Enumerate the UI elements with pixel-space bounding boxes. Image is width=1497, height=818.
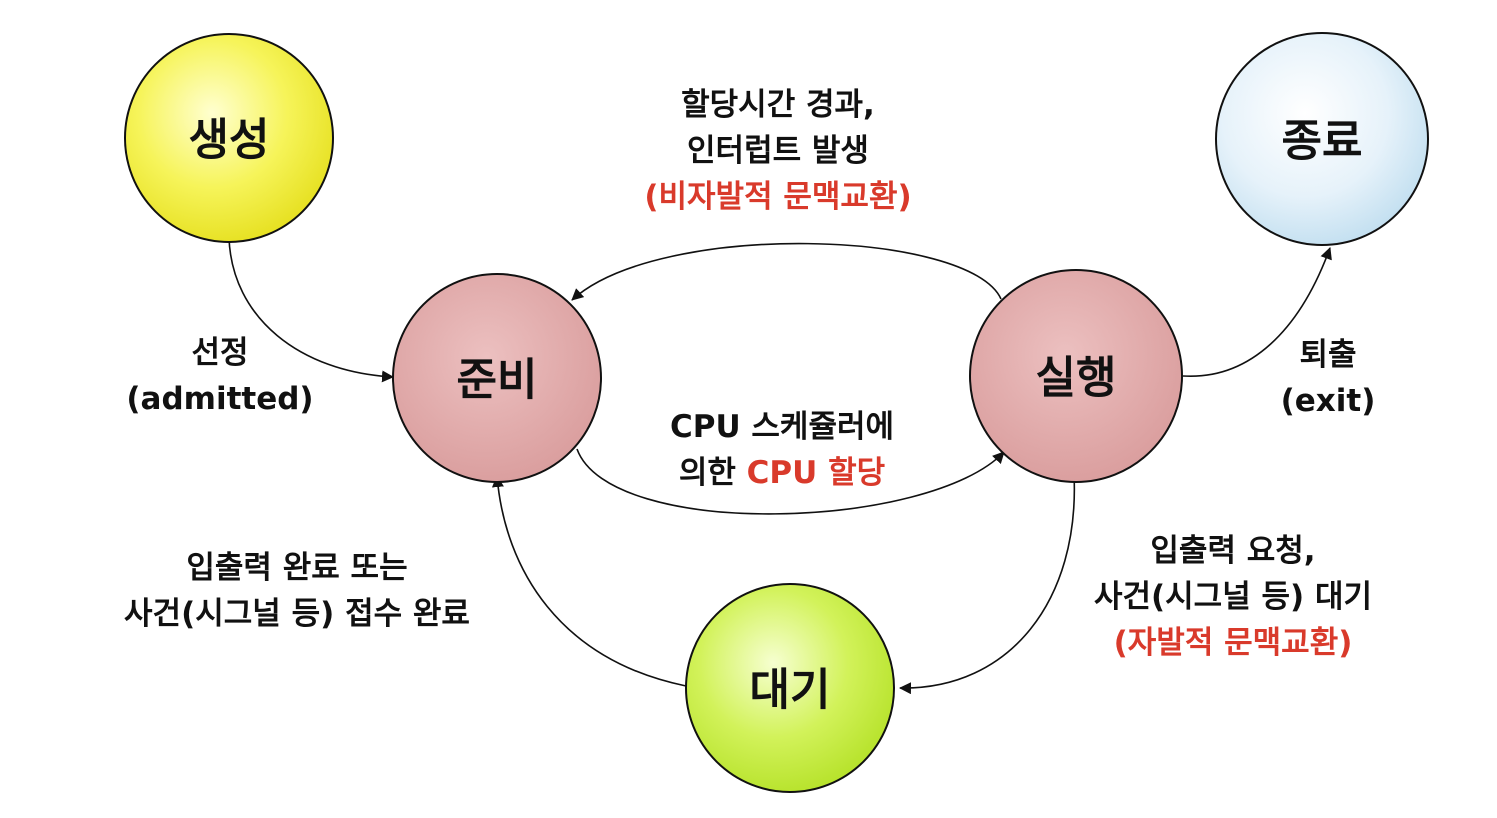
label-dispatch-line1: CPU 스케쥴러에 [670,409,894,445]
label-timeout-line1: 할당시간 경과, [681,87,875,123]
label-dispatch: CPU 스케쥴러에 의한 CPU 할당 [670,409,894,491]
state-terminated: 종료 [1215,32,1429,246]
state-waiting-label: 대기 [750,665,831,716]
label-exit-line2: (exit) [1281,383,1376,419]
edge-exit [1182,247,1332,377]
edge-timeout [571,242,1002,301]
edge-dispatch [576,448,1005,515]
state-create: 생성 [124,33,334,243]
label-timeout-line2: 인터럽트 발생 [687,133,869,169]
state-running: 실행 [969,269,1183,483]
label-io-done-line1: 입출력 완료 또는 [186,550,407,586]
state-running-label: 실행 [1036,353,1117,404]
label-io-wait-line3: (자발적 문맥교환) [1114,625,1353,661]
state-create-label: 생성 [189,115,270,166]
label-io-done: 입출력 완료 또는 사건(시그널 등) 접수 완료 [124,550,470,632]
label-timeout: 할당시간 경과, 인터럽트 발생 (비자발적 문맥교환) [644,87,911,215]
label-admitted: 선정 (admitted) [126,335,313,417]
label-admitted-line1: 선정 [191,335,248,371]
label-exit-line1: 퇴출 [1299,337,1356,373]
edge-admitted [228,237,394,383]
label-io-wait-line2: 사건(시그널 등) 대기 [1094,579,1372,615]
label-dispatch-plain: 의한 [679,455,747,491]
label-io-done-line2: 사건(시그널 등) 접수 완료 [124,596,470,632]
label-exit: 퇴출 (exit) [1281,337,1376,419]
state-terminated-label: 종료 [1282,116,1363,167]
label-admitted-line2: (admitted) [126,381,313,417]
edge-io-done [491,475,687,687]
state-ready: 준비 [392,273,602,483]
edge-io-wait [899,473,1076,695]
label-dispatch-highlight: CPU 할당 [747,455,885,491]
state-ready-label: 준비 [457,355,538,406]
label-io-wait: 입출력 요청, 사건(시그널 등) 대기 (자발적 문맥교환) [1094,533,1372,661]
label-io-wait-line1: 입출력 요청, [1150,533,1315,569]
label-timeout-line3: (비자발적 문맥교환) [644,179,911,215]
state-waiting: 대기 [685,583,895,793]
label-dispatch-line2: 의한 CPU 할당 [679,455,885,491]
